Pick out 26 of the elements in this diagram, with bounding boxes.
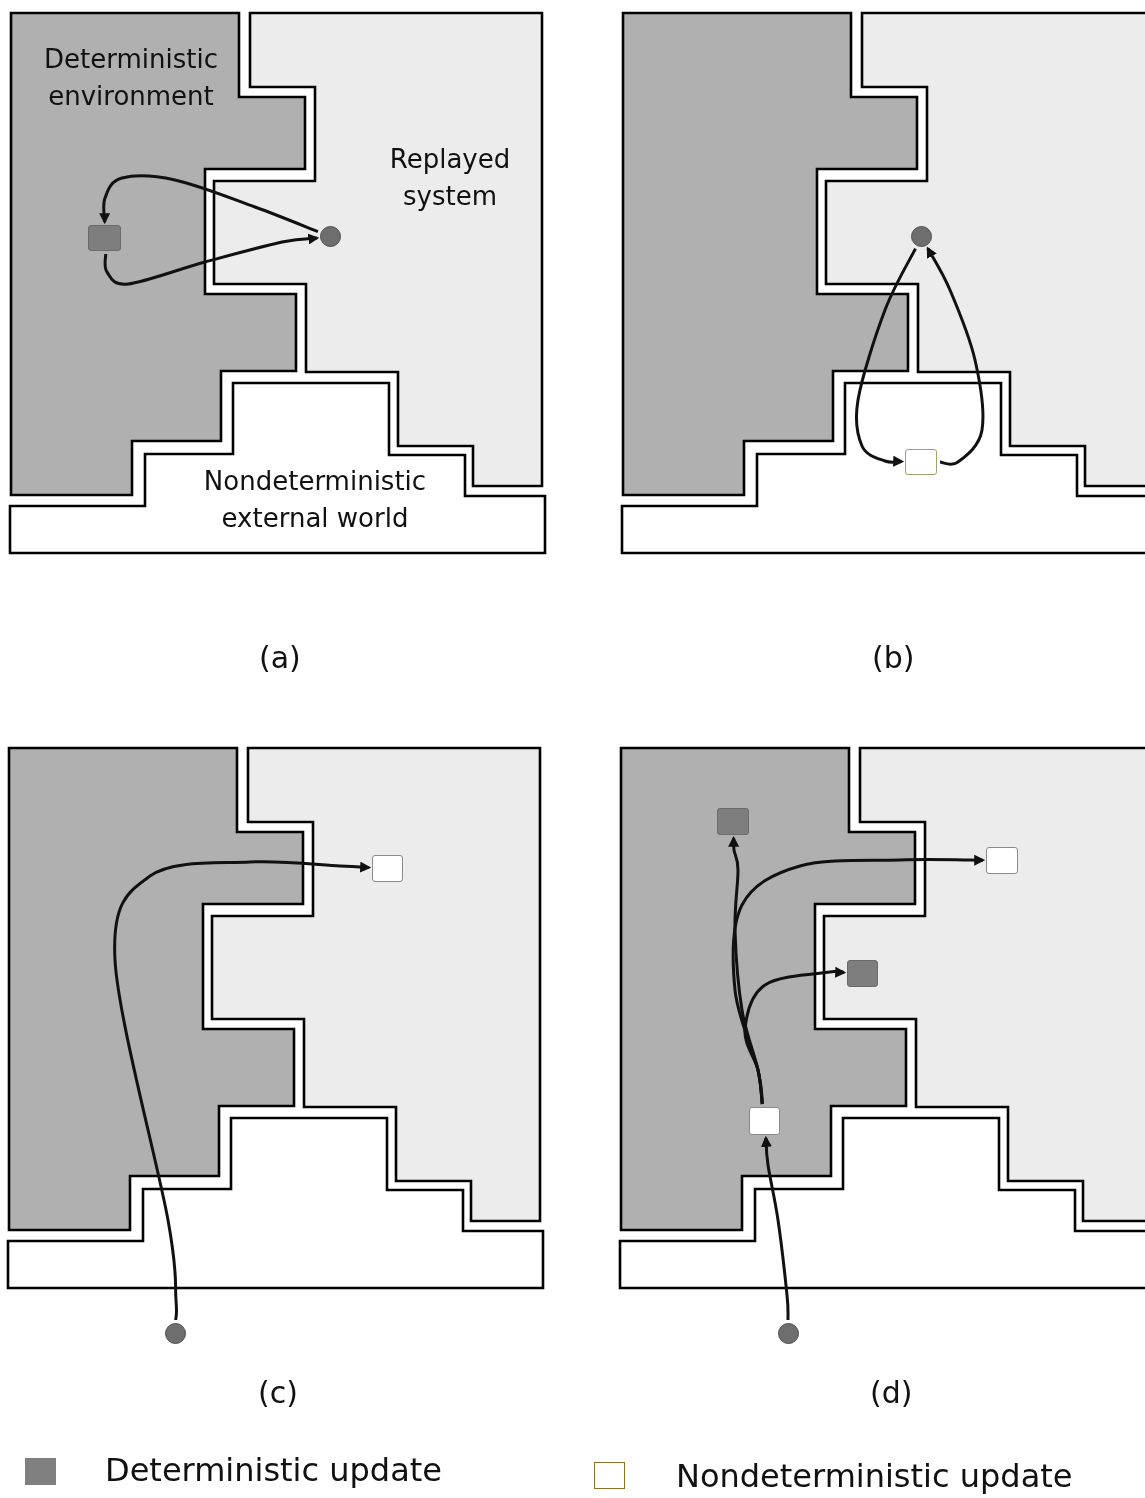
legend-label: Deterministic update [105, 1451, 442, 1489]
region-label: Nondeterministic external world [202, 465, 428, 535]
region-label: Deterministic environment [43, 43, 219, 113]
arrow [731, 854, 986, 1105]
update-square [372, 855, 403, 882]
update-square [986, 847, 1018, 874]
panel-caption: (a) [259, 639, 301, 675]
arrow [926, 246, 985, 466]
panel-caption: (d) [870, 1374, 913, 1410]
arrow [98, 174, 319, 233]
update-square [717, 808, 749, 835]
update-square [749, 1107, 780, 1135]
state-dot [165, 1323, 186, 1344]
world-region [8, 381, 547, 555]
update-square [905, 449, 937, 475]
state-dot [778, 1323, 799, 1344]
panel-caption: (b) [872, 639, 915, 675]
arrow [103, 233, 320, 286]
update-square [88, 225, 121, 251]
arrow [113, 860, 372, 1321]
arrow [760, 1135, 790, 1320]
legend-label: Nondeterministic update [676, 1457, 1073, 1495]
region-label: Replayed system [388, 143, 512, 213]
update-square [847, 960, 878, 987]
arrow [854, 247, 917, 468]
panel-caption: (c) [258, 1374, 298, 1410]
